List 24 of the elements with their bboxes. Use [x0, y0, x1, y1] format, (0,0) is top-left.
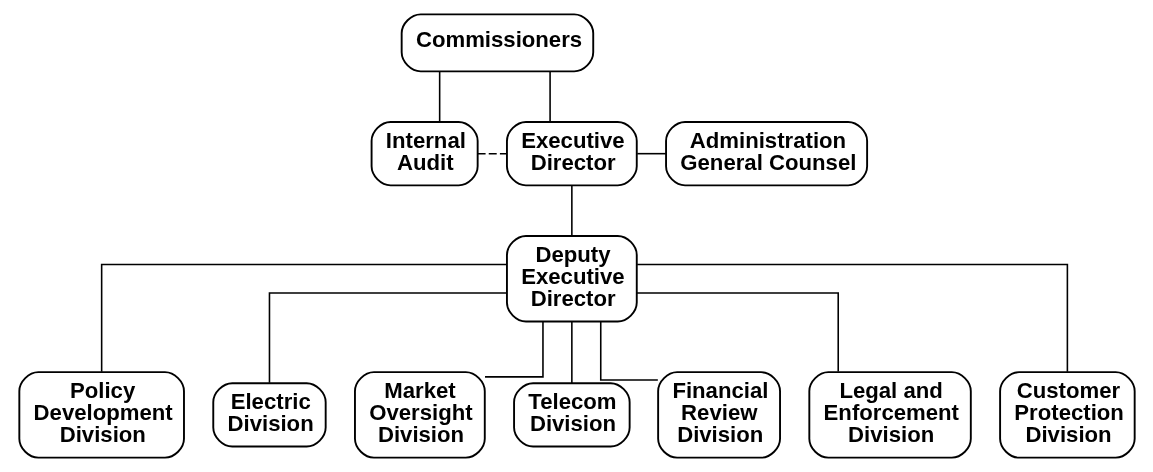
node-box: Market Oversight Division — [353, 371, 486, 459]
connector — [268, 292, 507, 384]
connector — [548, 70, 551, 123]
node-box: Financial Review Division — [656, 371, 781, 459]
node-box: Telecom Division — [512, 382, 631, 448]
node-box: Commissioners — [400, 13, 594, 73]
node-box: Internal Audit — [370, 121, 479, 187]
connector — [100, 263, 507, 373]
connector — [483, 320, 544, 378]
node-box: Customer Protection Division — [998, 371, 1136, 459]
connector — [570, 185, 573, 237]
connector — [635, 152, 667, 155]
node-box: Policy Development Division — [17, 371, 185, 459]
node-box: Executive Director — [505, 121, 638, 187]
connector — [635, 263, 1068, 373]
node-box: Deputy Executive Director — [505, 235, 638, 323]
connector — [570, 321, 573, 384]
connector — [599, 320, 659, 381]
connector — [635, 292, 839, 373]
node-box: Administration General Counsel — [664, 121, 868, 187]
connector — [438, 70, 440, 123]
node-box: Legal and Enforcement Division — [807, 371, 972, 459]
node-box: Electric Division — [211, 382, 327, 448]
connector — [476, 152, 507, 155]
